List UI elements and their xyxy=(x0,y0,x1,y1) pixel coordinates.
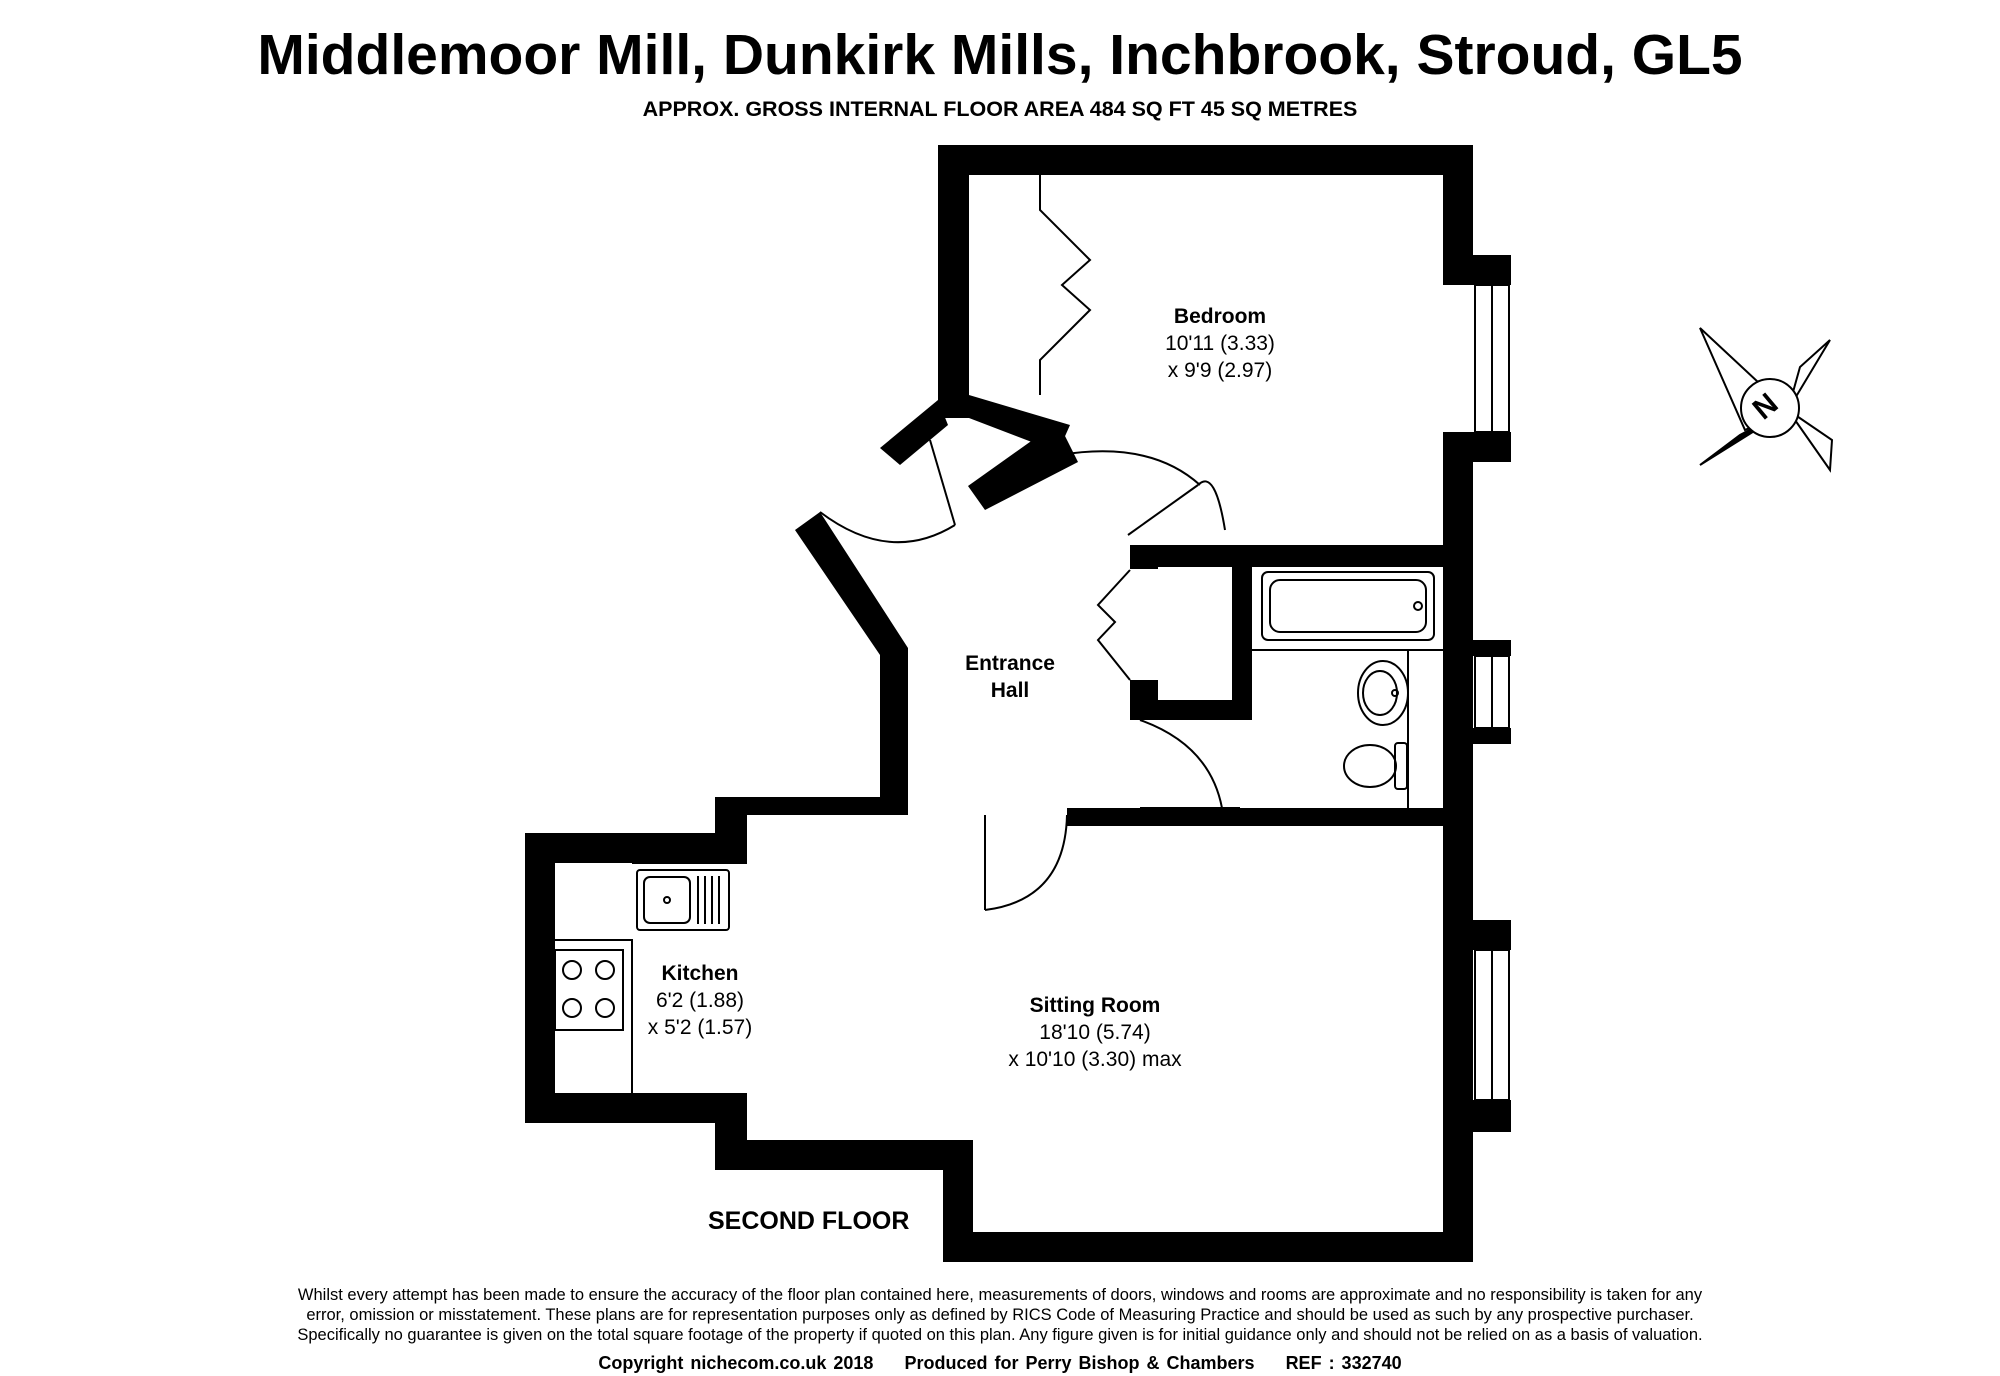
hob-icon xyxy=(554,949,624,1031)
wall-bedroom-left xyxy=(938,145,969,402)
bedroom-dim2: x 9'9 (2.97) xyxy=(1167,359,1273,382)
wall-kitchen-bottom xyxy=(525,1093,747,1123)
wall-bath-jamb-lower xyxy=(1443,728,1511,744)
hall-cupboard-doors xyxy=(1096,569,1131,681)
compass-icon xyxy=(1699,327,1834,473)
wall-kitchen-top-step xyxy=(715,797,747,863)
footer-ref: REF : 332740 xyxy=(1285,1353,1402,1373)
page-title: Middlemoor Mill, Dunkirk Mills, Inchbroo… xyxy=(257,23,1743,87)
kitchen-dim2: x 5'2 (1.57) xyxy=(647,1016,753,1039)
kitchen-counter xyxy=(555,939,633,1093)
wall-kitchen-top xyxy=(525,833,747,863)
kitchen-name: Kitchen xyxy=(661,962,739,985)
bedroom-door-arc xyxy=(1059,450,1201,486)
wall-sitting-bottom xyxy=(943,1232,1473,1262)
bath-icon xyxy=(1261,571,1435,641)
footer-copyright: Copyright nichecom.co.uk 2018 xyxy=(598,1353,874,1373)
wall-cupboard-left xyxy=(880,400,948,465)
basin-icon xyxy=(1357,660,1409,726)
kitchen-dim1: 6'2 (1.88) xyxy=(655,989,745,1012)
room-label-entrance-hall: Entrance Hall xyxy=(930,650,1090,704)
entrance-hall-name1: Entrance xyxy=(965,652,1055,675)
wall-entrance-angle xyxy=(795,512,908,815)
bedroom-door-swing xyxy=(1197,480,1226,531)
windows xyxy=(1474,284,1510,1101)
wall-right-middle xyxy=(1443,432,1473,922)
wall-hall-sitting-left xyxy=(715,797,908,815)
wall-sitting-bottom-left xyxy=(715,1140,945,1170)
disclaimer: Whilst every attempt has been made to en… xyxy=(180,1285,1820,1345)
disclaimer-line: error, omission or misstatement. These p… xyxy=(306,1306,1694,1324)
interior-lines xyxy=(555,175,1443,1093)
wall-kitchen-left xyxy=(525,833,555,1123)
wall-bedroom-top xyxy=(938,145,1473,175)
footer: Copyright nichecom.co.uk 2018 Produced f… xyxy=(0,1353,2000,1374)
sitting-door-swing xyxy=(984,814,1068,911)
room-label-kitchen: Kitchen 6'2 (1.88) x 5'2 (1.57) xyxy=(610,960,790,1041)
bedroom-dim1: 10'11 (3.33) xyxy=(1165,332,1275,355)
wardrobe-doors xyxy=(1039,175,1092,395)
wall-bath-corner-top xyxy=(1130,545,1158,569)
wall-bath-jamb-upper xyxy=(1443,640,1511,656)
sitting-room-dim1: 18'10 (5.74) xyxy=(1039,1021,1151,1044)
floor-area-subtitle: APPROX. GROSS INTERNAL FLOOR AREA 484 SQ… xyxy=(642,97,1358,121)
wall-bath-cupboard-right xyxy=(1232,545,1252,720)
disclaimer-line: Whilst every attempt has been made to en… xyxy=(297,1286,1703,1304)
wall-cupboard-right xyxy=(968,422,1078,510)
entrance-hall-name2: Hall xyxy=(990,679,1030,702)
front-door-leaf xyxy=(929,439,956,526)
walls xyxy=(525,145,1511,1262)
sitting-room-name: Sitting Room xyxy=(1029,994,1161,1017)
bathroom-door-swing xyxy=(1139,719,1223,809)
sitting-room-dim2: x 10'10 (3.30) max xyxy=(1008,1048,1182,1071)
front-door-swing xyxy=(819,511,956,544)
toilet-icon xyxy=(1343,742,1408,790)
wall-hall-sitting-right xyxy=(1067,808,1473,826)
floor-label: SECOND FLOOR xyxy=(708,1207,910,1235)
wall-right-lower xyxy=(1443,920,1473,1260)
wall-bath-cupboard-bottom xyxy=(1130,700,1252,720)
sink-icon xyxy=(636,869,730,931)
bedroom-door-leaf xyxy=(1127,484,1199,536)
wall-bedroom-jamb-upper xyxy=(1443,255,1511,285)
room-label-sitting-room: Sitting Room 18'10 (5.74) x 10'10 (3.30)… xyxy=(945,992,1245,1073)
bedroom-name: Bedroom xyxy=(1173,305,1267,328)
room-label-bedroom: Bedroom 10'11 (3.33) x 9'9 (2.97) xyxy=(1110,303,1330,384)
disclaimer-line: Specifically no guarantee is given on th… xyxy=(297,1326,1703,1344)
footer-produced-for: Produced for Perry Bishop & Chambers xyxy=(904,1353,1255,1373)
wall-bath-top xyxy=(1130,545,1473,567)
